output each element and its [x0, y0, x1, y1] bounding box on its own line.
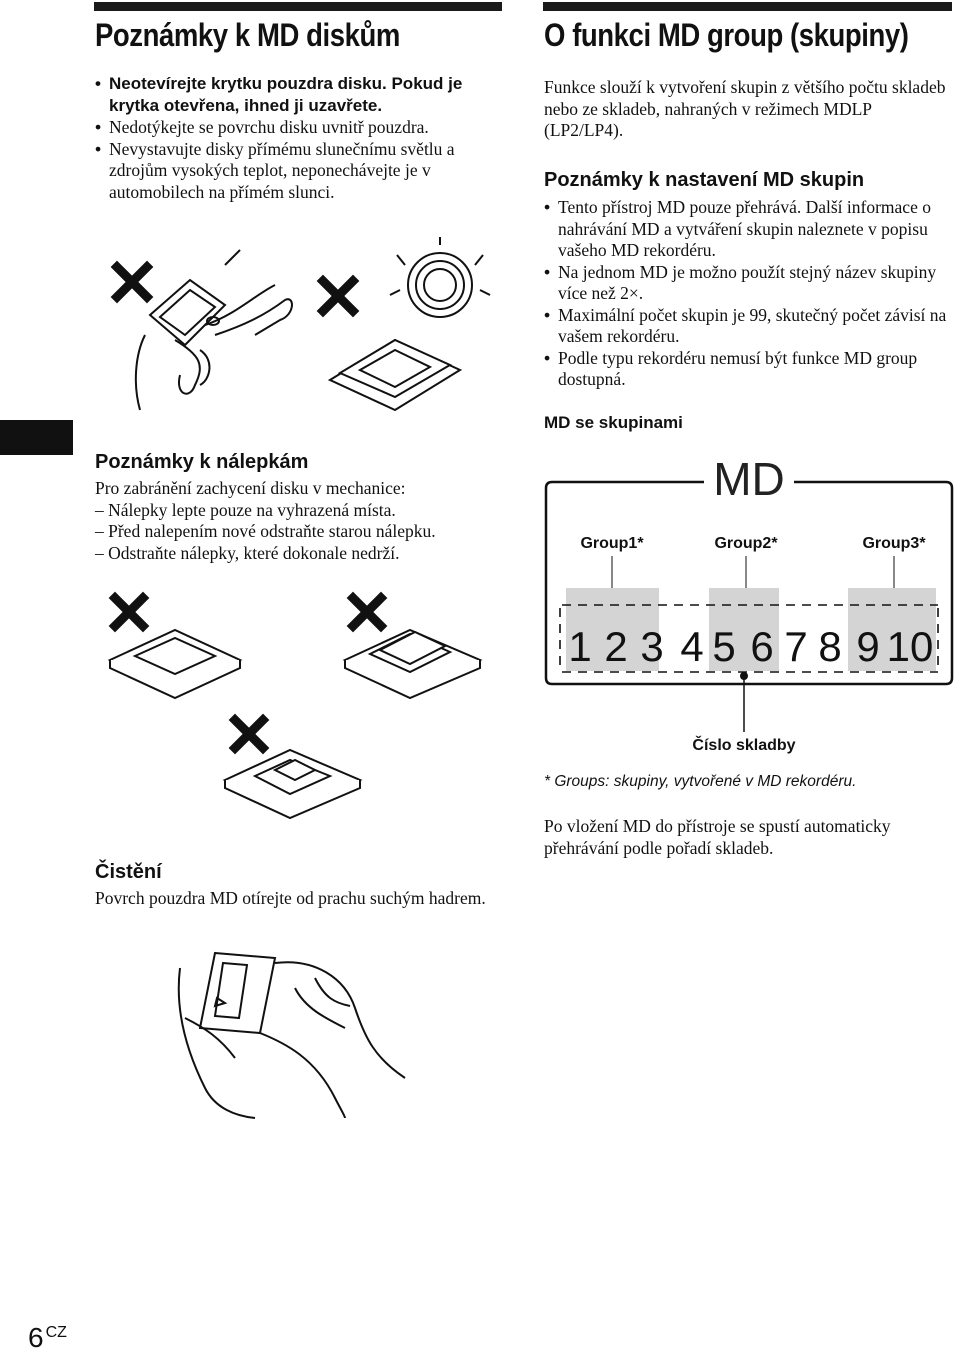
page-number-value: 6	[28, 1322, 44, 1353]
bullet-sunlight: Nevystavujte disky přímému slunečnímu sv…	[95, 139, 505, 204]
right-header-bar	[543, 2, 952, 11]
stickers-intro: Pro zabránění zachycení disku v mechanic…	[95, 478, 406, 498]
group-label: Group2*	[714, 535, 778, 552]
md-disk-icon	[222, 748, 363, 820]
playback-paragraph: Po vložení MD do přístroje se spustí aut…	[544, 816, 891, 858]
group-note: Podle typu rekordéru nemusí být funkce M…	[544, 348, 954, 391]
group-intro-paragraph: Funkce slouží k vytvoření skupin z větší…	[544, 77, 946, 140]
group-note: Tento přístroj MD pouze přehrává. Další …	[544, 197, 954, 262]
prohibited-x-icon	[110, 260, 154, 304]
md-outline	[544, 480, 954, 686]
track-number: 8	[818, 623, 841, 670]
group-note: Na jednom MD je možno použít stejný náze…	[544, 262, 954, 305]
group-intro: Funkce slouží k vytvoření skupin z větší…	[544, 77, 954, 142]
bullet-cover: Neotevírejte krytku pouzdra disku. Pokud…	[95, 73, 505, 117]
track-number: 4	[680, 623, 703, 670]
group-notes-heading: Poznámky k nastavení MD skupin	[544, 169, 865, 191]
page-locale: CZ	[45, 1324, 67, 1341]
group-notes-list: Tento přístroj MD pouze přehrává. Další …	[544, 197, 954, 391]
left-header-bar	[94, 2, 502, 11]
right-title: O funkci MD group (skupiny)	[544, 17, 909, 53]
groups-footnote: * Groups: skupiny, vytvořené v MD rekord…	[544, 773, 857, 790]
group-box	[709, 588, 779, 671]
track-number: 2	[604, 623, 627, 670]
md-disk-icon	[327, 338, 463, 412]
cleaning-paragraph: Povrch pouzdra MD otírejte od prachu suc…	[95, 888, 486, 908]
track-number: 7	[784, 623, 807, 670]
sticker-note: – Odstraňte nálepky, které dokonale nedr…	[95, 542, 400, 563]
md-label: MD	[713, 453, 785, 505]
md-notes-list: Neotevírejte krytku pouzdra disku. Pokud…	[95, 73, 505, 203]
section-tab-marker	[0, 420, 73, 455]
playback-note: Po vložení MD do přístroje se spustí aut…	[544, 816, 954, 859]
track-number: 5	[712, 623, 735, 670]
group-box	[848, 588, 936, 671]
sun-icon	[389, 237, 491, 318]
disk-handling-illustration	[110, 237, 491, 412]
group-label: Group1*	[580, 535, 644, 552]
track-number: 6	[750, 623, 773, 670]
diagram-label: MD se skupinami	[544, 413, 683, 432]
track-label: Číslo skladby	[692, 735, 795, 754]
track-number: 1	[568, 623, 591, 670]
stickers-heading: Poznámky k nálepkám	[95, 451, 309, 473]
sticker-note: – Nálepky lepte pouze na vyhrazená místa…	[95, 499, 396, 520]
cleaning-illustration	[177, 951, 406, 1119]
bullet-surface: Nedotýkejte se povrchu disku uvnitř pouz…	[95, 117, 505, 139]
stickers-text: Pro zabránění zachycení disku v mechanic…	[95, 478, 505, 564]
cleaning-heading: Čistění	[95, 861, 162, 883]
prohibited-x-icon	[108, 591, 388, 755]
left-title: Poznámky k MD diskům	[95, 17, 400, 53]
sticker-note: – Před nalepením nové odstraňte starou n…	[95, 521, 436, 541]
sticker-illustration	[107, 591, 483, 820]
group-label: Group3*	[862, 535, 926, 552]
group-note: Maximální počet skupin je 99, skutečný p…	[544, 305, 954, 348]
md-disk-icon	[107, 628, 243, 700]
track-number: 10	[887, 623, 934, 670]
track-number: 3	[640, 623, 663, 670]
prohibited-x-icon	[316, 274, 360, 318]
track-number: 9	[856, 623, 879, 670]
md-disk-icon	[342, 628, 483, 700]
group-box	[566, 588, 659, 671]
cleaning-text: Povrch pouzdra MD otírejte od prachu suc…	[95, 888, 505, 910]
